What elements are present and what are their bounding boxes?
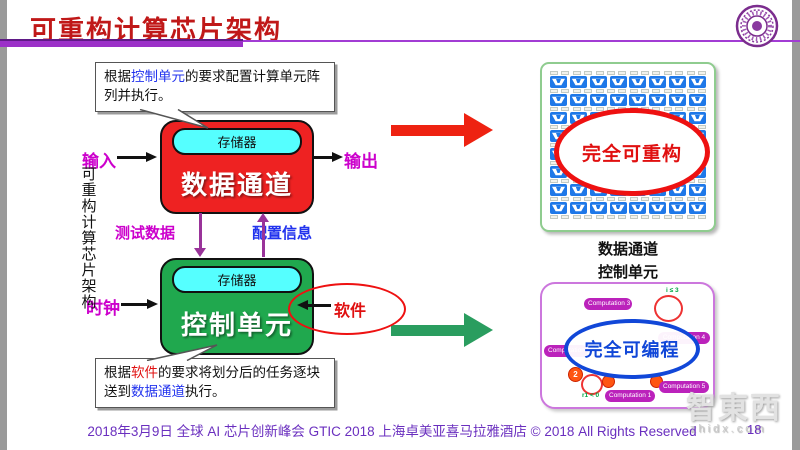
clock-arrow <box>121 299 158 308</box>
output-arrow <box>312 152 343 161</box>
callout-bottom-highlight-datapath: 数据通道 <box>131 383 185 399</box>
input-arrow <box>117 152 157 161</box>
input-label: 输入 <box>82 152 116 171</box>
watermark-site: zhidx.com <box>690 423 767 435</box>
memory-label: 存储器 <box>217 135 257 150</box>
architecture-side-label: 可重构计算芯片架构 <box>79 166 97 310</box>
callout-top-text-2: 的要求配置计算单元阵列并执行。 <box>104 69 320 103</box>
computation-1-node: Computation 1 <box>605 390 655 402</box>
green-flow-arrow <box>391 313 493 347</box>
control-figure: Computation 3 i ≤ 3 Computation 4 Comput… <box>540 282 715 409</box>
fully-programmable-ellipse: 完全可编程 <box>564 319 700 379</box>
left-edge-bar <box>0 0 7 450</box>
callout-bottom-text-1: 根据 <box>104 365 131 380</box>
control-memory-pill: 存储器 <box>172 266 302 293</box>
callout-top-highlight-control-unit: 控制单元 <box>131 69 185 84</box>
callout-configure-datapath: 根据控制单元的要求配置计算单元阵列并执行。 <box>95 62 335 112</box>
config-info-label: 配置信息 <box>252 225 313 242</box>
callout-dispatch-tasks: 根据软件的要求将划分后的任务逐块送到数据通道执行。 <box>95 358 335 408</box>
control-unit-box: 存储器 控制单元 <box>160 258 314 355</box>
datapath-figure-caption: 数据通道 <box>597 241 658 258</box>
callout-bottom-tail <box>146 344 218 361</box>
computation-3-node: Computation 3 <box>584 298 632 310</box>
iteration-count-dot: 2 <box>568 367 583 382</box>
callout-bottom-highlight-software: 软件 <box>131 365 158 380</box>
fully-reconfigurable-label: 完全可重构 <box>581 143 682 165</box>
control-unit-label: 控制单元 <box>180 309 293 340</box>
loop-circle-top <box>654 295 683 322</box>
title-underline-thin <box>243 40 800 42</box>
title-underline-thick <box>0 39 243 47</box>
datapath-memory-pill: 存储器 <box>172 128 302 155</box>
right-edge-bar <box>792 0 800 450</box>
memory-label: 存储器 <box>217 273 257 288</box>
fully-reconfigurable-ellipse: 完全可重构 <box>554 108 710 196</box>
config-info-arrow <box>257 213 268 257</box>
datapath-box: 存储器 数据通道 <box>160 120 314 214</box>
loop-condition-1: i ≤ 3 <box>666 287 679 294</box>
fully-programmable-label: 完全可编程 <box>584 340 680 360</box>
output-label: 输出 <box>344 152 378 171</box>
university-seal-icon <box>735 4 779 48</box>
red-flow-arrow <box>391 113 493 147</box>
callout-bottom-text-2: 的要求将划分后的任务逐块送到 <box>104 365 320 399</box>
datapath-label: 数据通道 <box>180 170 293 200</box>
software-label: 软件 <box>334 303 367 320</box>
callout-top-text-1: 根据 <box>104 69 131 84</box>
footer-text: 2018年3月9日 全球 AI 芯片创新峰会 GTIC 2018 上海卓美亚喜马… <box>87 424 697 439</box>
callout-bottom-text-3: 执行。 <box>185 383 226 399</box>
callout-top-tail <box>139 109 209 129</box>
test-data-arrow <box>194 213 205 257</box>
watermark-logo: 智東西 <box>686 392 782 425</box>
datapath-figure: 完全可重构 <box>540 62 716 232</box>
loop-condition-2: r1 < 0 <box>582 392 600 399</box>
clock-label: 时钟 <box>86 299 120 318</box>
control-figure-caption: 控制单元 <box>597 264 658 281</box>
test-data-label: 测试数据 <box>115 225 176 242</box>
page-number: 18 <box>747 422 762 437</box>
software-ellipse <box>288 283 406 335</box>
computation-5-node: Computation 5 <box>659 381 709 393</box>
